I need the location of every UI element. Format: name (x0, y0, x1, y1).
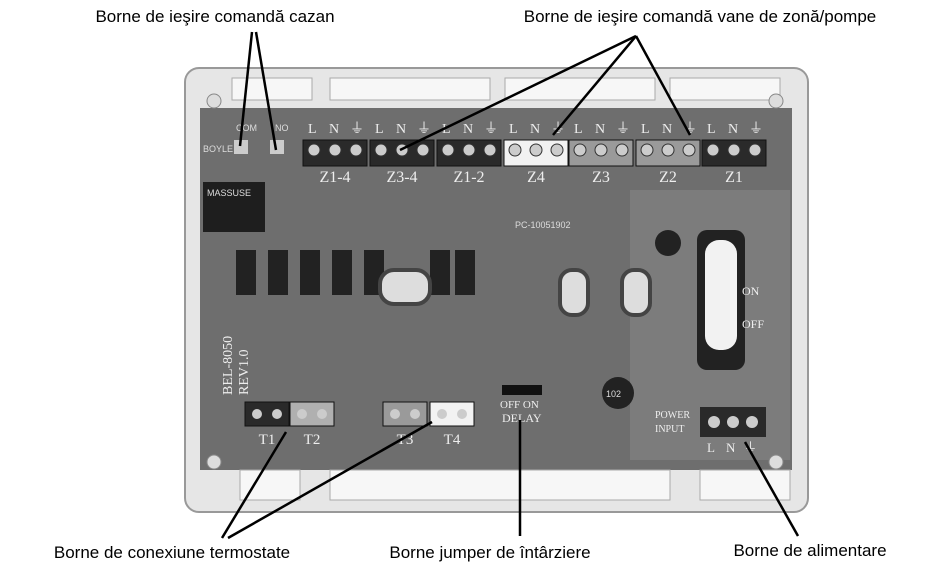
terminal-letter: ⏚ (616, 121, 630, 137)
screw (374, 143, 388, 157)
screw (594, 143, 608, 157)
brand-label: BOYLE (203, 144, 233, 154)
screw (328, 143, 342, 157)
zone-terminal-block: LN⏚Z4 (503, 121, 569, 186)
thermostat-caption: Borne de conexiune termostate (54, 543, 290, 562)
thermostat-terminal-block: T1 (244, 401, 290, 448)
no-label: NO (275, 123, 289, 133)
terminal-letter: N (595, 122, 605, 137)
model-label: BEL-8050 (221, 336, 236, 395)
screw (483, 143, 497, 157)
screw (573, 143, 587, 157)
screw (307, 143, 321, 157)
terminal-letter: ⏚ (417, 121, 431, 137)
screw (462, 143, 476, 157)
thermostat-label: T4 (444, 432, 461, 448)
screw (748, 143, 762, 157)
screw (706, 143, 720, 157)
zone-label: Z1-2 (453, 169, 484, 186)
terminal-letter: L (509, 122, 518, 137)
zone-label: Z3 (592, 169, 610, 186)
input-label: INPUT (655, 424, 684, 435)
screw (727, 143, 741, 157)
terminal-letter: N (662, 122, 672, 137)
inductor-label: 102 (606, 389, 621, 399)
terminal-letter: ⏚ (350, 121, 364, 137)
screw (529, 143, 543, 157)
terminal-letter: L (707, 122, 716, 137)
switch-on-label: ON (742, 284, 760, 298)
inductor (602, 377, 634, 409)
delay-jumper (502, 385, 542, 395)
screw (441, 143, 455, 157)
terminal-letter: N (329, 122, 339, 137)
boiler-output-caption: Borne de ieşire comandă cazan (95, 7, 334, 26)
com-label: COM (236, 123, 257, 133)
thermostat-label: T1 (259, 432, 276, 448)
terminal-letter: ⏚ (484, 121, 498, 137)
case-slots (231, 77, 791, 501)
screw (661, 143, 675, 157)
power-l: L (707, 440, 715, 455)
screw (640, 143, 654, 157)
power-caption: Borne de alimentare (733, 541, 886, 560)
delay-jumper-caption: Borne jumper de întârziere (389, 543, 590, 562)
screw (416, 143, 430, 157)
switch-off-label: OFF (742, 317, 764, 331)
zone-label: Z3-4 (386, 169, 417, 186)
terminal-letter: L (641, 122, 650, 137)
zone-label: Z1 (725, 169, 743, 186)
com-terminal (234, 140, 248, 154)
terminal-letter: N (396, 122, 406, 137)
terminal-letter: N (728, 122, 738, 137)
screw (349, 143, 363, 157)
no-terminal (270, 140, 284, 154)
zone-output-caption: Borne de ieşire comandă vane de zonă/pom… (524, 7, 877, 26)
terminal-letter: ⏚ (683, 121, 697, 137)
screw (682, 143, 696, 157)
screw (508, 143, 522, 157)
zone-label: Z4 (527, 169, 545, 186)
jumper-delay-label: DELAY (502, 411, 542, 425)
thermostat-label: T2 (304, 432, 321, 448)
zone-label: Z1-4 (319, 169, 350, 186)
part-number: PC-10051902 (515, 220, 571, 230)
revision-label: REV1.0 (237, 350, 252, 396)
power-n: N (726, 440, 736, 455)
thermostat-terminal-block: T4 (429, 401, 475, 448)
terminal-letter: N (463, 122, 473, 137)
terminal-letter: L (375, 122, 384, 137)
terminal-letter: L (442, 122, 451, 137)
terminal-letter: N (530, 122, 540, 137)
terminal-letter: L (308, 122, 317, 137)
jumper-off-on-label: OFF ON (500, 399, 539, 411)
terminal-letter: L (574, 122, 583, 137)
relay (203, 182, 265, 232)
screw (550, 143, 564, 157)
screw (615, 143, 629, 157)
terminal-letter: ⏚ (749, 121, 763, 137)
relay-label: MASSUSE (207, 188, 251, 198)
pointer-lines (220, 31, 800, 540)
thermostat-terminal-block: T2 (289, 401, 335, 448)
zone-label: Z2 (659, 169, 677, 186)
power-label: POWER (655, 410, 690, 421)
